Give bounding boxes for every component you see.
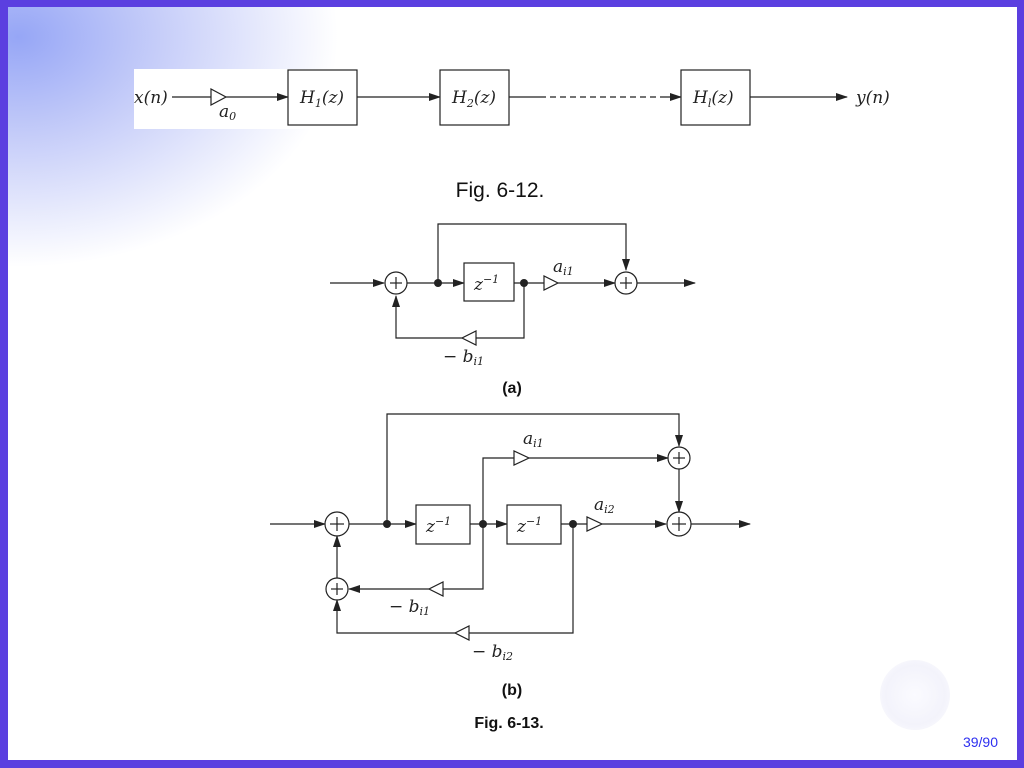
gain-label: a0 xyxy=(219,102,236,123)
watermark-decoration xyxy=(880,660,950,730)
h1-label: H1(z) xyxy=(299,88,344,110)
delay-a xyxy=(463,262,515,302)
gain-a-label: ai1 xyxy=(553,257,574,278)
output-label: y(n) xyxy=(855,88,890,108)
page-number: 39/90 xyxy=(962,734,998,750)
gain-b2-triangle xyxy=(586,516,604,532)
gain-b1-triangle xyxy=(513,450,531,466)
h2-label: H2(z) xyxy=(451,88,496,110)
delay-b2 xyxy=(506,504,562,545)
gain-triangle xyxy=(210,88,228,106)
gain-a-triangle xyxy=(543,275,560,291)
diagram-canvas: x(n) a0 H1(z) H2(z) Hl(z) y(n) Fig. 6-12… xyxy=(134,69,910,732)
fig-6-12-caption: Fig. 6-12. xyxy=(456,179,545,202)
fig-6-13b xyxy=(270,413,751,641)
feedback-a-label: − bi1 xyxy=(443,347,484,368)
delay-b1 xyxy=(415,504,471,545)
fig-6-13b-caption: (b) xyxy=(502,682,522,699)
gain-b1-label: ai1 xyxy=(523,429,544,450)
gain-b2-label: ai2 xyxy=(594,495,615,516)
feedback-b1-label: − bi1 xyxy=(389,597,430,618)
feedback-b1-triangle xyxy=(427,581,444,597)
fig-6-13-caption: Fig. 6-13. xyxy=(474,715,543,732)
delay-b2-label: z−1 xyxy=(516,515,542,537)
fig-6-12 xyxy=(134,69,910,129)
fig-6-13a-caption: (a) xyxy=(502,380,522,397)
slide: x(n) a0 H1(z) H2(z) Hl(z) y(n) Fig. 6-12… xyxy=(8,7,1017,760)
delay-a-label: z−1 xyxy=(473,273,499,295)
input-label: x(n) xyxy=(134,88,168,108)
fig-6-13a xyxy=(330,223,696,346)
feedback-b2-label: − bi2 xyxy=(472,642,513,663)
feedback-b2-triangle xyxy=(453,625,470,641)
delay-b1-label: z−1 xyxy=(425,515,451,537)
feedback-a-triangle xyxy=(460,330,477,346)
hi-label: Hl(z) xyxy=(692,88,734,110)
block-h2 xyxy=(439,69,510,126)
block-h1 xyxy=(287,69,358,126)
